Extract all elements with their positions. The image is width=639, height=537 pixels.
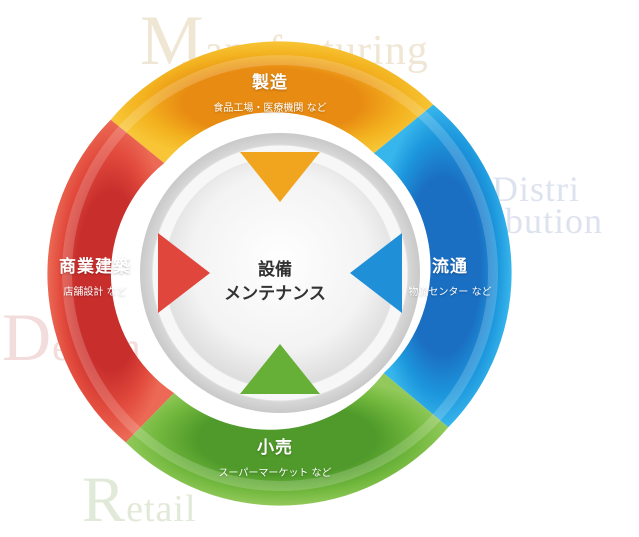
segment-label-manufacturing: 製造 食品工場・医療機関 など [170, 68, 370, 114]
segment-label-retail: 小売 スーパーマーケット など [175, 433, 375, 479]
segment-title: 小売 [257, 438, 293, 458]
segment-label-distribution: 流通 物流センター など [385, 252, 515, 298]
segment-subtitle: 物流センター など [408, 287, 492, 298]
segment-label-design: 商業建築 店舗設計 など [30, 252, 160, 298]
segment-retail [125, 373, 449, 506]
segment-subtitle: 店舗設計 など [63, 287, 127, 298]
segment-distribution [373, 104, 512, 428]
segment-manufacturing [110, 41, 434, 164]
center-title-line1: 設備 [258, 260, 292, 280]
segment-subtitle: スーパーマーケット など [218, 468, 332, 479]
arrow-manufacturing [240, 152, 320, 202]
segment-title: 商業建築 [59, 257, 131, 277]
segment-title: 流通 [432, 257, 468, 277]
center-title: 設備 メンテナンス [180, 258, 370, 306]
arrow-distribution [350, 233, 402, 313]
segment-design [47, 119, 174, 443]
ring-sheen [62, 55, 498, 491]
arrow-retail [240, 344, 320, 394]
segment-title: 製造 [252, 73, 288, 93]
arrow-design [158, 233, 210, 313]
center-title-line2: メンテナンス [224, 284, 326, 304]
segment-subtitle: 食品工場・医療機関 など [213, 103, 327, 114]
